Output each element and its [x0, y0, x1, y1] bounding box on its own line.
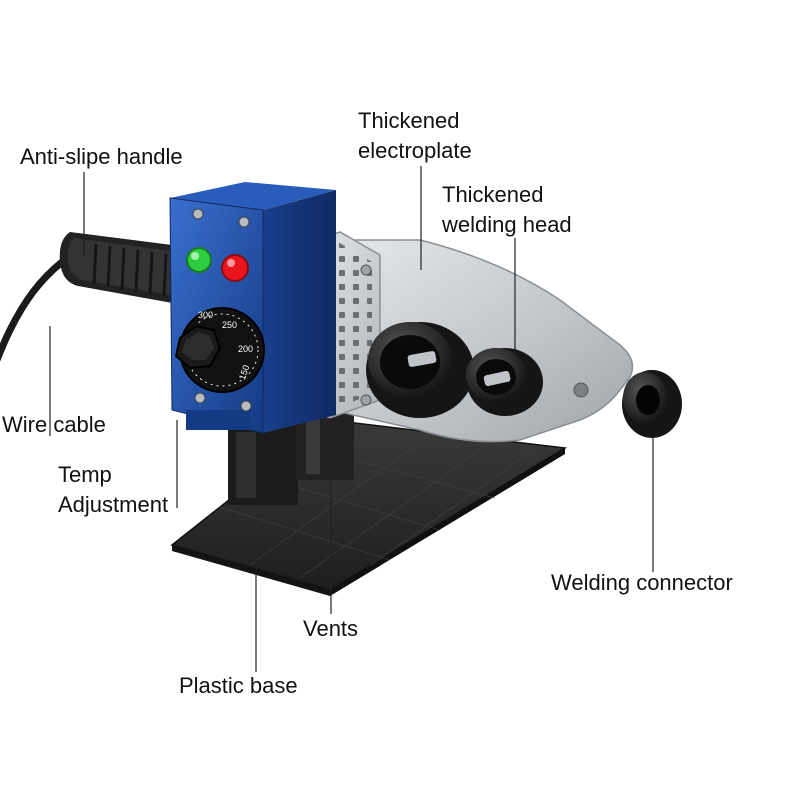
label-temp-adjustment: Temp Adjustment — [58, 460, 168, 520]
label-anti-slip-handle-text: Anti-slipe handle — [20, 144, 183, 169]
base-stand — [228, 410, 354, 505]
welding-head-small — [466, 348, 543, 416]
dial-mark-150: 150 — [237, 364, 252, 382]
label-temp-adjustment-line2: Adjustment — [58, 492, 169, 517]
label-temp-adjustment-line1: Temp — [58, 462, 112, 487]
label-plastic-base: Plastic base — [179, 671, 298, 701]
red-indicator-highlight — [227, 259, 235, 267]
leader-lines — [49, 166, 654, 672]
dial-mark-200: 200 — [238, 344, 253, 354]
control-housing — [169, 182, 336, 434]
label-thickened-electroplate: Thickened electroplate — [358, 106, 472, 166]
label-plastic-base-text: Plastic base — [179, 673, 298, 698]
plastic-base-edge — [172, 545, 330, 596]
base-texture — [219, 441, 531, 579]
wire-cable — [0, 258, 66, 362]
plastic-base-edge-right — [330, 448, 565, 596]
label-vents-text: Vents — [303, 616, 359, 641]
label-vents: Vents — [303, 614, 358, 644]
welding-head-large — [366, 322, 474, 418]
label-wire-cable-text: Wire cable — [2, 412, 106, 437]
label-thickened-welding-head-line1: Thickened — [442, 182, 544, 207]
green-indicator-highlight — [191, 252, 199, 260]
grate-screw-bottom — [360, 394, 372, 406]
green-indicator-light — [186, 247, 212, 273]
label-welding-connector: Welding connector — [551, 568, 733, 598]
label-thickened-electroplate-line1: Thickened — [358, 108, 460, 133]
dial-mark-250: 250 — [222, 320, 237, 330]
label-wire-cable: Wire cable — [2, 410, 106, 440]
label-thickened-electroplate-line2: electroplate — [358, 138, 472, 163]
red-indicator-light — [221, 254, 249, 282]
dial-mark-300: 300 — [198, 310, 213, 320]
label-anti-slip-handle: Anti-slipe handle — [20, 142, 183, 172]
grate-screw-top — [360, 264, 372, 276]
temperature-knob-face — [182, 332, 214, 360]
anti-slip-handle — [59, 232, 180, 304]
label-thickened-welding-head-line2: welding head — [442, 212, 572, 237]
label-welding-connector-text: Welding connector — [551, 570, 733, 595]
label-thickened-welding-head: Thickened welding head — [442, 180, 572, 240]
welding-connector-socket — [622, 370, 682, 438]
plate-hole — [573, 382, 589, 398]
